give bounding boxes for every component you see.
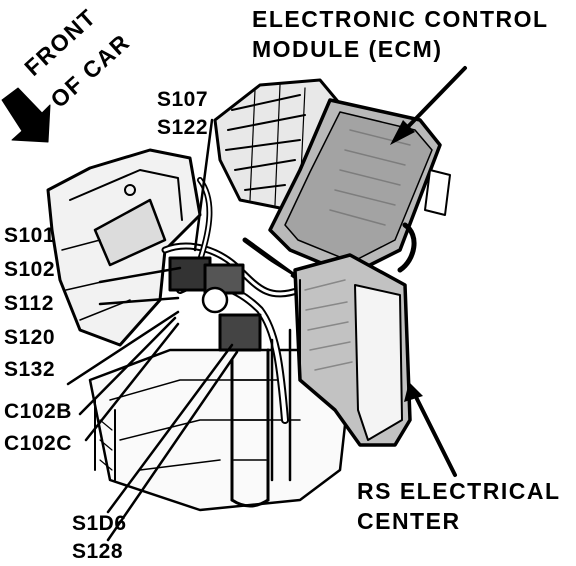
rs-electrical-center bbox=[293, 253, 412, 447]
label-s101: S101 bbox=[4, 224, 56, 247]
vertical-hose bbox=[230, 328, 292, 508]
label-s132: S132 bbox=[4, 358, 56, 381]
label-s107: S107 bbox=[157, 88, 209, 111]
label-s122: S122 bbox=[157, 116, 209, 139]
label-s128: S128 bbox=[72, 540, 124, 563]
rs-center-line1: RS ELECTRICAL bbox=[357, 478, 561, 504]
label-s102: S102 bbox=[4, 258, 56, 281]
front-arrow-icon bbox=[1, 87, 51, 143]
rs-center-line2: CENTER bbox=[357, 508, 461, 534]
ecm-title-line2: MODULE (ECM) bbox=[252, 36, 443, 62]
label-s106: S1D6 bbox=[72, 512, 127, 535]
ecm-module bbox=[268, 98, 451, 277]
bulkhead-bracket bbox=[46, 148, 202, 347]
pointer-arrows bbox=[390, 66, 467, 477]
label-c102c: C102C bbox=[4, 432, 72, 455]
label-s120: S120 bbox=[4, 326, 56, 349]
leader-lines bbox=[66, 118, 239, 542]
label-c102b: C102B bbox=[4, 400, 72, 423]
label-s112: S112 bbox=[4, 292, 54, 315]
ecm-title-line1: ELECTRONIC CONTROL bbox=[252, 6, 549, 32]
